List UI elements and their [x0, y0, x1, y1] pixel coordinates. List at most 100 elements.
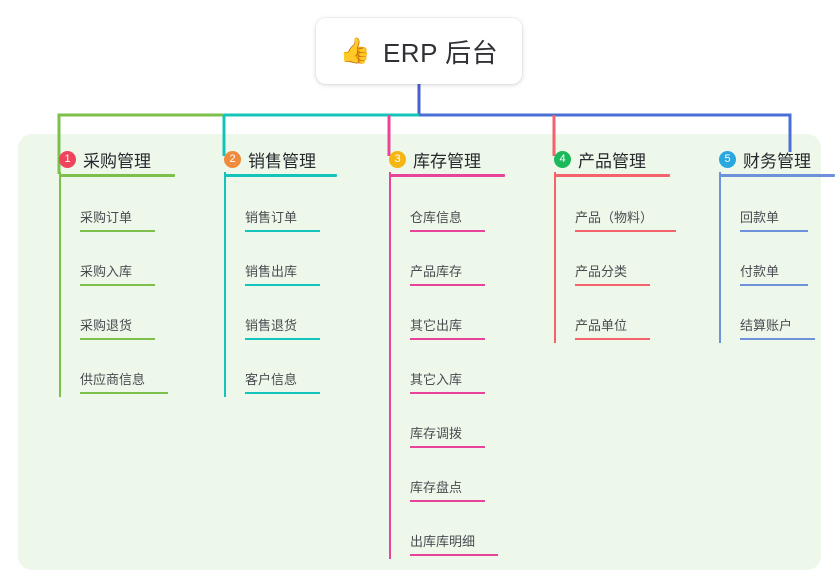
branch-child-rule — [575, 284, 650, 286]
branch-child[interactable]: 产品分类 — [533, 235, 650, 289]
branch-column-2: 2 销售管理销售订单销售出库销售退货客户信息 — [203, 146, 337, 397]
branch-child-label: 采购订单 — [80, 210, 133, 225]
branch-child[interactable]: 采购订单 — [38, 181, 155, 235]
branch-child-label: 付款单 — [740, 264, 780, 279]
branch-child-label: 仓库信息 — [410, 210, 463, 225]
branch-title-3: 库存管理 — [413, 151, 481, 171]
branch-header-2[interactable]: 2 销售管理 — [203, 146, 316, 172]
branch-title-4: 产品管理 — [578, 151, 646, 171]
branch-header-5[interactable]: 5 财务管理 — [698, 146, 811, 172]
branch-children-1: 采购订单采购入库采购退货供应商信息 — [38, 172, 168, 397]
branch-child[interactable]: 其它出库 — [368, 289, 485, 343]
branch-child-label: 回款单 — [740, 210, 780, 225]
branch-child-label: 产品（物料） — [575, 210, 654, 225]
branch-child[interactable]: 库存盘点 — [368, 451, 485, 505]
branch-child[interactable]: 采购入库 — [38, 235, 155, 289]
branch-header-1[interactable]: 1 采购管理 — [38, 146, 151, 172]
branch-child[interactable]: 供应商信息 — [38, 343, 168, 397]
branch-child-rule — [740, 284, 808, 286]
branch-child-rule — [410, 500, 485, 502]
branch-column-1: 1 采购管理采购订单采购入库采购退货供应商信息 — [38, 146, 175, 397]
branch-child[interactable]: 结算账户 — [698, 289, 815, 343]
branch-child-rule — [80, 392, 168, 394]
branch-rule-4 — [554, 174, 670, 177]
branch-spine-1 — [59, 172, 61, 397]
branch-child[interactable]: 采购退货 — [38, 289, 155, 343]
root-title: ERP 后台 — [382, 37, 499, 68]
branch-child-label: 出库库明细 — [410, 534, 476, 549]
branch-child-rule — [410, 338, 485, 340]
branch-child[interactable]: 库存调拨 — [368, 397, 485, 451]
branch-child-label: 其它入库 — [410, 372, 463, 387]
branch-child-label: 产品库存 — [410, 264, 463, 279]
branch-title-2: 销售管理 — [248, 151, 316, 171]
branch-child-label: 采购入库 — [80, 264, 133, 279]
branch-header-4[interactable]: 4 产品管理 — [533, 146, 646, 172]
branch-child-rule — [410, 554, 498, 556]
branch-child[interactable]: 销售出库 — [203, 235, 320, 289]
branch-child-rule — [245, 284, 320, 286]
branch-child[interactable]: 出库库明细 — [368, 505, 498, 559]
branch-child-rule — [245, 230, 320, 232]
branch-child-label: 产品单位 — [575, 318, 628, 333]
branch-child-label: 销售退货 — [245, 318, 298, 333]
branch-child-rule — [80, 230, 155, 232]
branch-child-rule — [410, 392, 485, 394]
branch-child-rule — [80, 284, 155, 286]
branch-child-label: 采购退货 — [80, 318, 133, 333]
branch-child-label: 产品分类 — [575, 264, 628, 279]
branch-child-rule — [410, 446, 485, 448]
branch-child[interactable]: 销售订单 — [203, 181, 320, 235]
branch-child-label: 库存调拨 — [410, 426, 463, 441]
branch-child[interactable]: 仓库信息 — [368, 181, 485, 235]
branch-rule-5 — [719, 174, 835, 177]
branch-rule-3 — [389, 174, 505, 177]
branch-child-rule — [410, 230, 485, 232]
branch-column-3: 3 库存管理仓库信息产品库存其它出库其它入库库存调拨库存盘点出库库明细 — [368, 146, 505, 559]
branch-children-3: 仓库信息产品库存其它出库其它入库库存调拨库存盘点出库库明细 — [368, 172, 498, 559]
branch-child-label: 其它出库 — [410, 318, 463, 333]
branch-spine-5 — [719, 172, 721, 343]
branch-child-label: 库存盘点 — [410, 480, 463, 495]
branch-child-rule — [245, 338, 320, 340]
branch-spine-4 — [554, 172, 556, 343]
branch-child[interactable]: 销售退货 — [203, 289, 320, 343]
branch-title-5: 财务管理 — [743, 151, 811, 171]
branch-child[interactable]: 产品库存 — [368, 235, 485, 289]
branch-child-rule — [740, 230, 808, 232]
branch-child[interactable]: 产品（物料） — [533, 181, 676, 235]
branch-spine-2 — [224, 172, 226, 397]
branch-child-rule — [245, 392, 320, 394]
branch-spine-3 — [389, 172, 391, 559]
branch-child[interactable]: 产品单位 — [533, 289, 650, 343]
branch-badge-2: 2 — [224, 150, 241, 168]
branch-child-label: 销售出库 — [245, 264, 298, 279]
branch-child-rule — [80, 338, 155, 340]
branch-rule-2 — [224, 174, 337, 177]
branch-child[interactable]: 回款单 — [698, 181, 811, 235]
branch-badge-4: 4 — [554, 150, 571, 168]
branch-children-2: 销售订单销售出库销售退货客户信息 — [203, 172, 320, 397]
branch-child[interactable]: 付款单 — [698, 235, 811, 289]
root-node[interactable]: 👍 ERP 后台 — [316, 18, 522, 84]
branches-panel — [18, 134, 821, 570]
branch-badge-5: 5 — [719, 150, 736, 168]
branch-children-4: 产品（物料） 产品分类产品单位 — [533, 172, 676, 343]
branch-child-label: 结算账户 — [740, 318, 793, 333]
branch-child-rule — [410, 284, 485, 286]
branch-rule-1 — [59, 174, 175, 177]
branch-child-rule — [575, 230, 676, 232]
branch-child-label: 销售订单 — [245, 210, 298, 225]
branch-child-label: 供应商信息 — [80, 372, 146, 387]
branch-child[interactable]: 客户信息 — [203, 343, 320, 397]
branch-header-3[interactable]: 3 库存管理 — [368, 146, 481, 172]
branch-child[interactable]: 其它入库 — [368, 343, 485, 397]
branch-children-5: 回款单付款单结算账户 — [698, 172, 815, 343]
branch-title-1: 采购管理 — [83, 151, 151, 171]
branch-child-rule — [740, 338, 815, 340]
branch-badge-3: 3 — [389, 150, 406, 168]
branch-child-label: 客户信息 — [245, 372, 298, 387]
branch-child-rule — [575, 338, 650, 340]
branch-badge-1: 1 — [59, 150, 76, 168]
